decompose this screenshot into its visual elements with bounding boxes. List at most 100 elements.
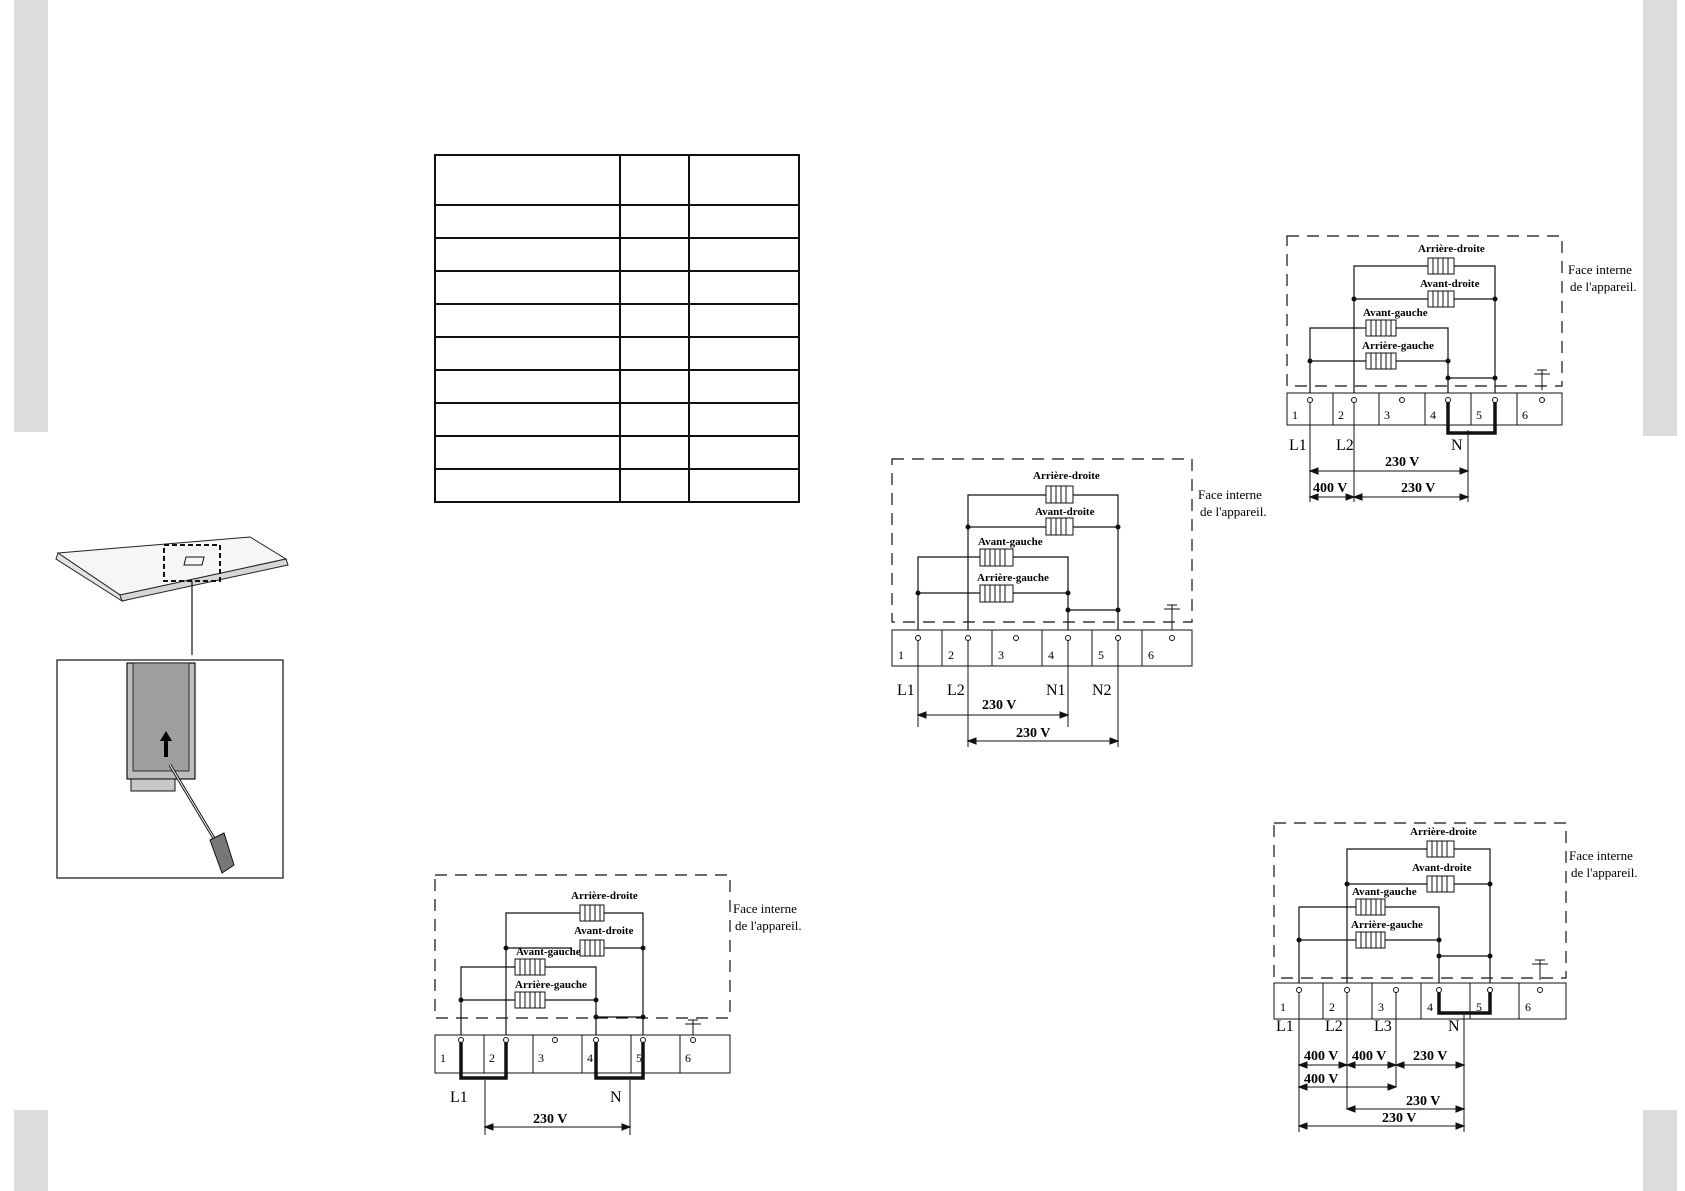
table-cell xyxy=(619,468,690,503)
table-cell xyxy=(619,270,690,305)
terminal-number-2: 2 xyxy=(1338,408,1344,422)
label-avant-gauche: Avant-gauche xyxy=(1352,886,1417,898)
table-cell xyxy=(688,402,800,437)
voltage-label-4: 400 V xyxy=(1304,1072,1338,1087)
terminal-number-3: 3 xyxy=(538,1051,544,1065)
terminal-L2: L2 xyxy=(947,682,965,699)
table-cell xyxy=(688,468,800,503)
voltage-label-2: 400 V xyxy=(1313,481,1347,496)
table-row xyxy=(434,468,800,503)
terminal-number-5: 5 xyxy=(636,1051,642,1065)
supply-terminals: L1 L2 N xyxy=(1289,437,1463,454)
table-cell xyxy=(434,204,621,239)
voltage-dimensions xyxy=(1308,402,1470,502)
terminal-number-3: 3 xyxy=(1384,408,1390,422)
junction-dots xyxy=(458,945,646,1020)
terminal-L2: L2 xyxy=(1325,1018,1343,1035)
table-cell xyxy=(619,369,690,404)
voltage-label-1: 230 V xyxy=(1385,455,1419,470)
terminal-number-1: 1 xyxy=(440,1051,446,1065)
table-cell xyxy=(688,270,800,305)
label-arriere-gauche: Arrière-gauche xyxy=(977,572,1049,584)
element-labels: Arrière-droite Avant-droite Avant-gauche… xyxy=(1362,243,1485,352)
table-row xyxy=(434,154,800,206)
voltage-label-6: 230 V xyxy=(1382,1111,1416,1126)
table-cell xyxy=(619,303,690,338)
terminal-L3: L3 xyxy=(1374,1018,1392,1035)
terminal-N2: N2 xyxy=(1092,682,1112,699)
detail-view xyxy=(56,659,284,879)
terminal-number-5: 5 xyxy=(1476,1000,1482,1014)
heating-elements xyxy=(1355,840,1455,949)
voltage-label-1: 400 V xyxy=(1304,1049,1338,1064)
hob-removal-illustration xyxy=(55,536,289,879)
label-avant-droite: Avant-droite xyxy=(1412,862,1472,874)
label-arriere-gauche: Arrière-gauche xyxy=(1351,919,1423,931)
terminal-number-1: 1 xyxy=(1292,408,1298,422)
table-cell xyxy=(619,435,690,470)
table-row xyxy=(434,237,800,272)
table-row xyxy=(434,204,800,239)
element-labels: Arrière-droite Avant-droite Avant-gauche… xyxy=(1351,826,1477,931)
terminal-L1: L1 xyxy=(897,682,915,699)
terminal-number-6: 6 xyxy=(1148,648,1154,662)
table-cell xyxy=(688,237,800,272)
supply-terminals: L1 L2 N1 N2 xyxy=(897,682,1112,699)
terminal-number-4: 4 xyxy=(1048,648,1054,662)
table-cell xyxy=(434,402,621,437)
face-label-line2: de l'appareil. xyxy=(1571,865,1638,880)
junction-dots xyxy=(915,524,1121,613)
heating-element-wiring xyxy=(1298,848,1491,987)
terminal-number-1: 1 xyxy=(1280,1000,1286,1014)
face-label-line1: Face interne xyxy=(1198,487,1262,502)
wiring-diagram-two-phase-neutral: Face interne de l'appareil. Arrière-droi… xyxy=(1286,235,1637,502)
label-arriere-droite: Arrière-droite xyxy=(1033,470,1100,482)
voltage-label-2: 400 V xyxy=(1352,1049,1386,1064)
label-arriere-gauche: Arrière-gauche xyxy=(1362,340,1434,352)
hob-top-view xyxy=(55,536,289,603)
terminal-number-2: 2 xyxy=(1329,1000,1335,1014)
table-row xyxy=(434,270,800,305)
table-row xyxy=(434,402,800,437)
terminal-number-1: 1 xyxy=(898,648,904,662)
wiring-diagram-three-phase-neutral: Face interne de l'appareil. Arrière-droi… xyxy=(1273,822,1638,1132)
label-arriere-droite: Arrière-droite xyxy=(1418,243,1485,255)
empty-table xyxy=(434,154,800,503)
table-cell xyxy=(688,154,800,206)
appliance-boundary xyxy=(891,458,1193,623)
heating-elements xyxy=(979,485,1074,603)
voltage-label-3: 230 V xyxy=(1413,1049,1447,1064)
heating-element-wiring xyxy=(1309,265,1496,397)
supply-terminals: L1 N xyxy=(450,1089,622,1106)
table-cell xyxy=(434,336,621,371)
face-label-line1: Face interne xyxy=(1568,262,1632,277)
table-cell xyxy=(688,369,800,404)
terminal-number-4: 4 xyxy=(1430,408,1436,422)
bridge-link xyxy=(1437,992,1492,1015)
label-arriere-gauche: Arrière-gauche xyxy=(515,979,587,991)
terminal-L1: L1 xyxy=(450,1089,468,1106)
terminal-N: N xyxy=(1448,1018,1460,1035)
bridge-link xyxy=(1446,402,1497,435)
table-cell xyxy=(434,270,621,305)
right-page-edge-bottom xyxy=(1643,1110,1677,1191)
appliance-boundary xyxy=(1273,822,1567,979)
table-row xyxy=(434,336,800,371)
face-label-line2: de l'appareil. xyxy=(735,918,802,933)
terminal-L1: L1 xyxy=(1276,1018,1294,1035)
label-avant-droite: Avant-droite xyxy=(1035,506,1095,518)
table-cell xyxy=(619,336,690,371)
element-labels: Arrière-droite Avant-droite Avant-gauche… xyxy=(977,470,1100,584)
junction-dots xyxy=(1296,881,1493,959)
terminal-number-2: 2 xyxy=(489,1051,495,1065)
face-label-line2: de l'appareil. xyxy=(1570,279,1637,294)
voltage-dimension xyxy=(483,1080,632,1135)
terminal-number-6: 6 xyxy=(1525,1000,1531,1014)
terminal-N: N xyxy=(1451,437,1463,454)
junction-dots xyxy=(1307,296,1498,381)
terminal-number-3: 3 xyxy=(998,648,1004,662)
voltage-label: 230 V xyxy=(533,1112,567,1127)
wiring-diagram-two-phase-two-neutral: Face interne de l'appareil. Arrière-droi… xyxy=(891,458,1267,747)
terminal-number-5: 5 xyxy=(1098,648,1104,662)
face-label-line2: de l'appareil. xyxy=(1200,504,1267,519)
